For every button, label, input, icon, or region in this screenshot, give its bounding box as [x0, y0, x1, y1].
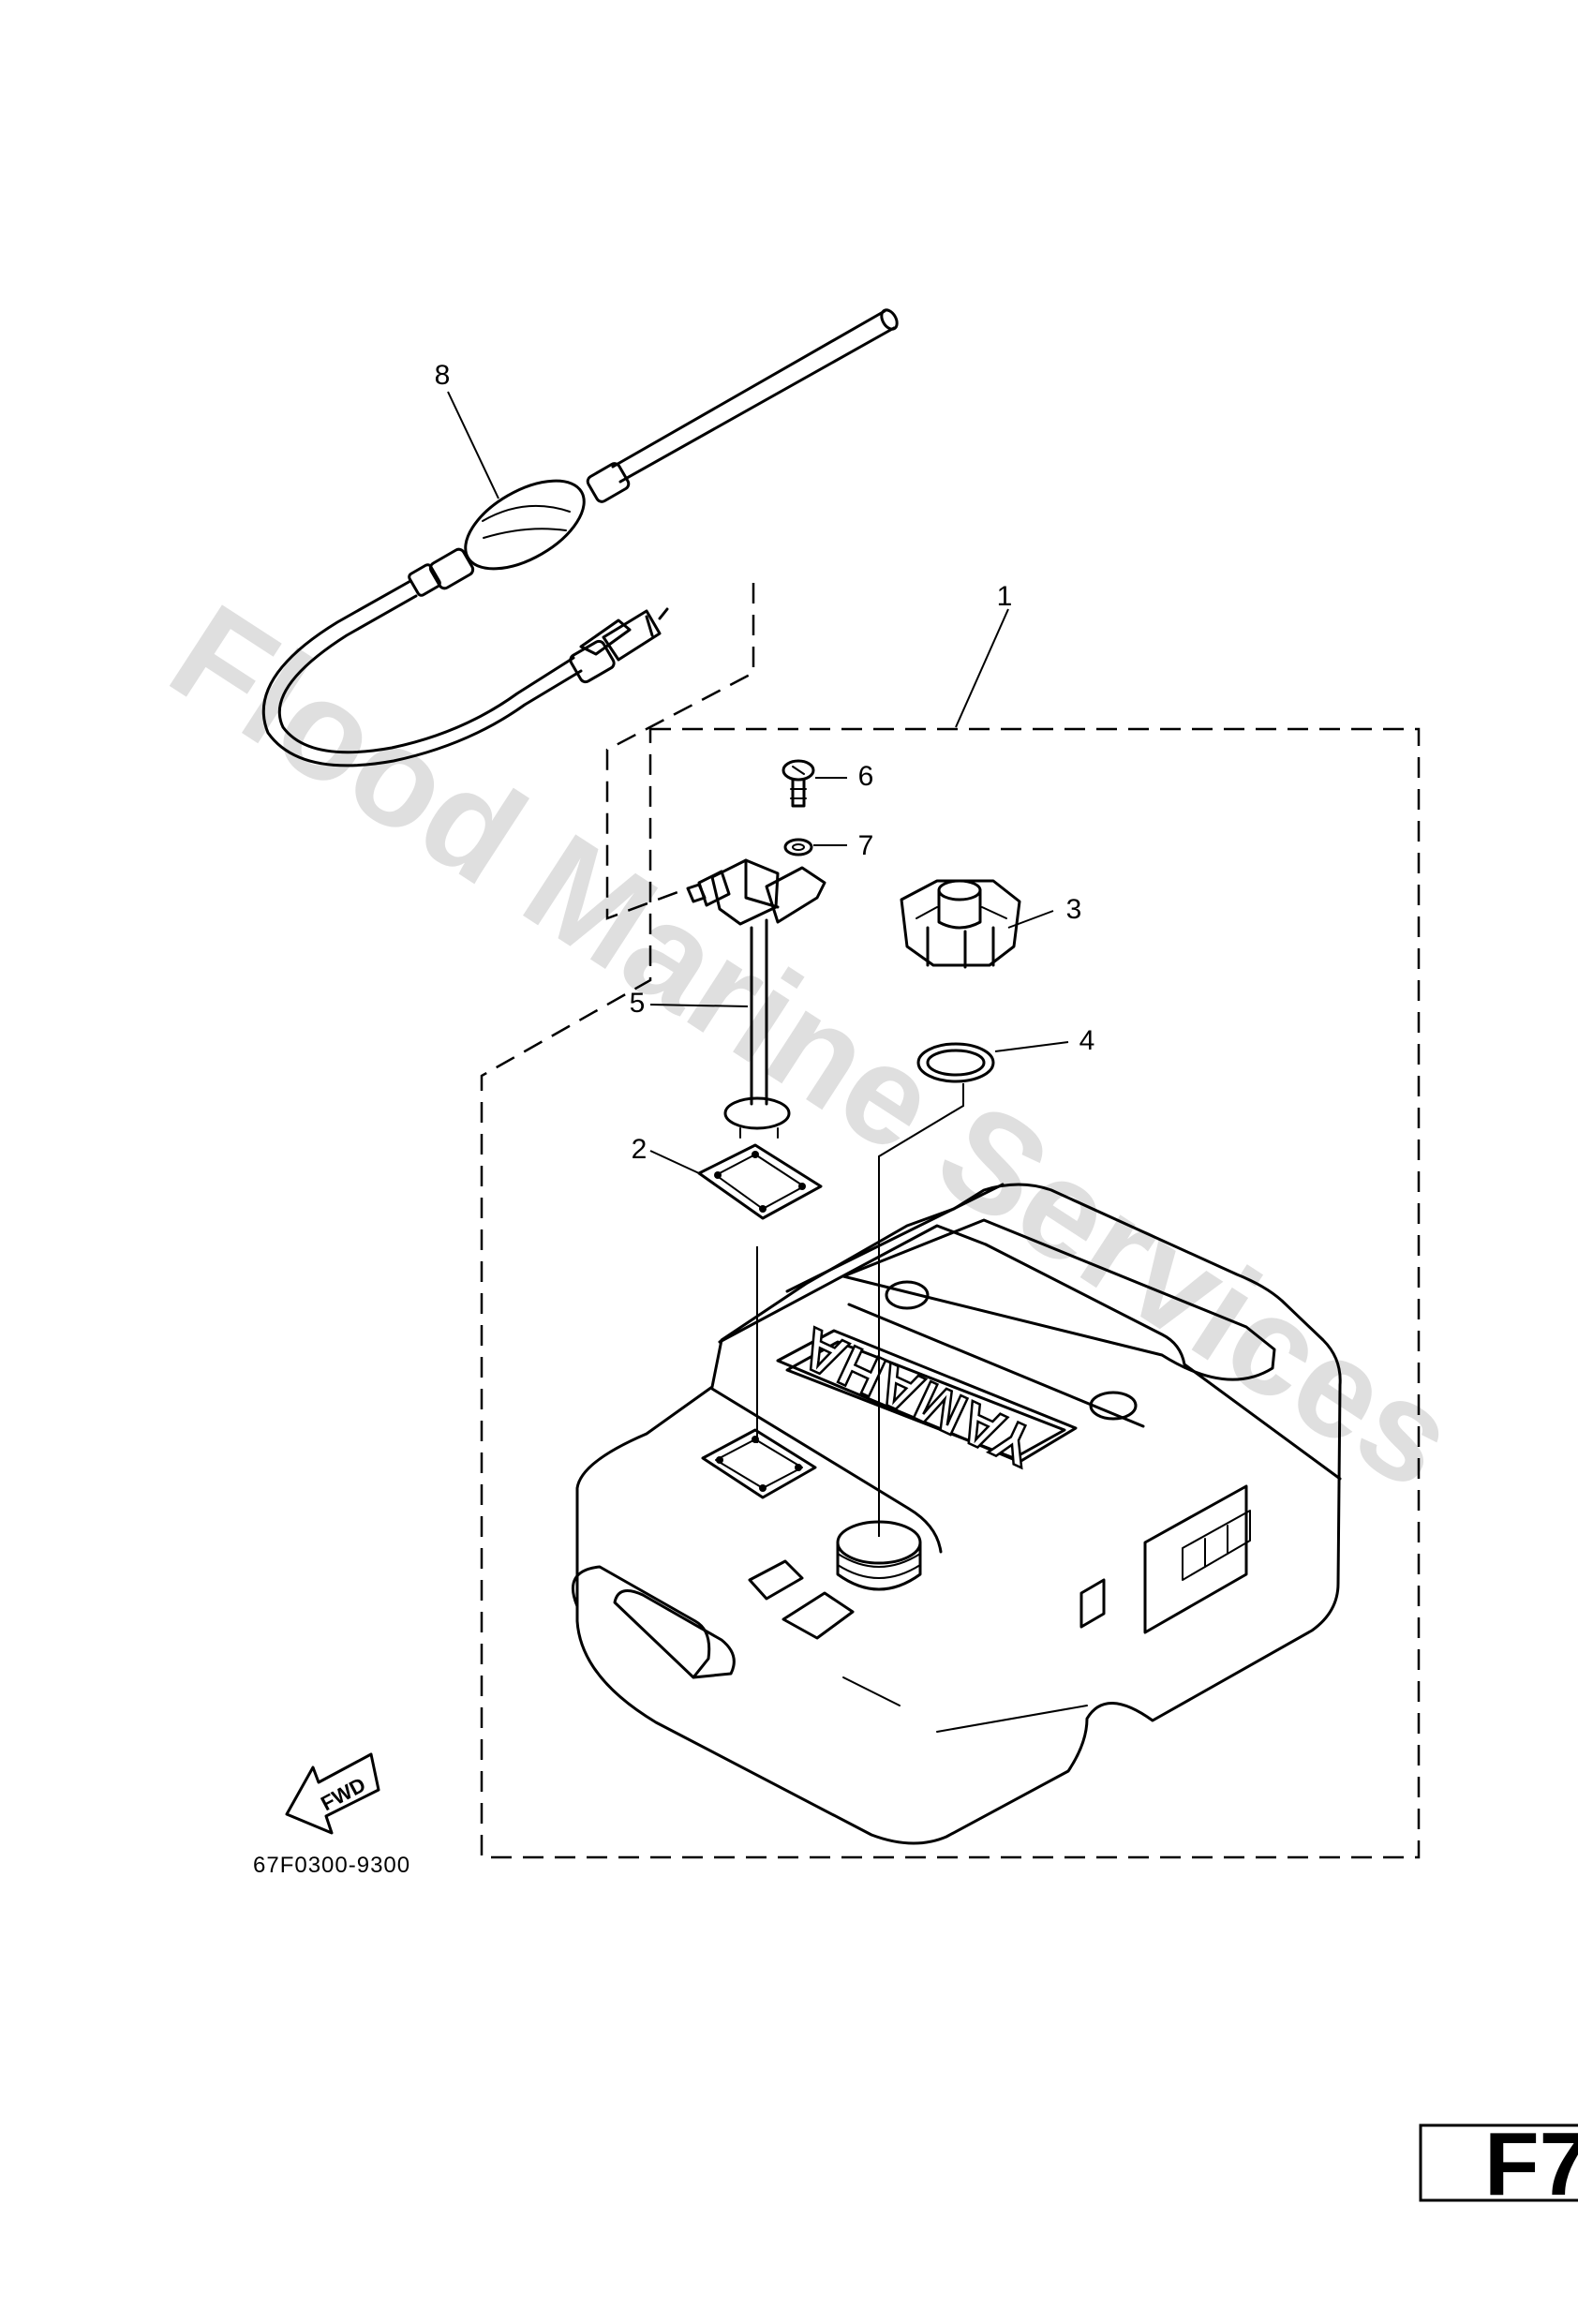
leader-lines	[447, 391, 1069, 1174]
callout-2: 2	[632, 1134, 648, 1165]
gasket-part	[697, 1143, 823, 1220]
diagram-part-code: 67F0300-9300	[253, 1853, 410, 1878]
callout-7: 7	[858, 830, 874, 861]
callout-6: 6	[858, 761, 874, 792]
page-tab-label: F7	[1484, 2114, 1578, 2214]
cap-alignment-line	[878, 1083, 964, 1537]
forward-direction-arrow: FWD	[285, 1752, 380, 1835]
screw-part	[782, 759, 815, 808]
tank-brand-label: YAMAHA	[791, 1315, 1045, 1479]
washer-part	[783, 838, 813, 857]
callout-3: 3	[1066, 894, 1082, 925]
o-ring-part	[916, 1042, 995, 1083]
callout-5: 5	[630, 988, 646, 1019]
callout-4: 4	[1079, 1025, 1095, 1056]
page-tab: F7	[1419, 2114, 1578, 2214]
callout-1: 1	[997, 581, 1013, 612]
fuel-hose-assembly	[261, 308, 899, 920]
callout-8: 8	[435, 360, 451, 391]
fuel-pickup-assembly	[686, 858, 826, 1139]
fuel-cap-part	[900, 879, 1021, 969]
fuel-tank-assembly-boundary	[480, 727, 1421, 1859]
